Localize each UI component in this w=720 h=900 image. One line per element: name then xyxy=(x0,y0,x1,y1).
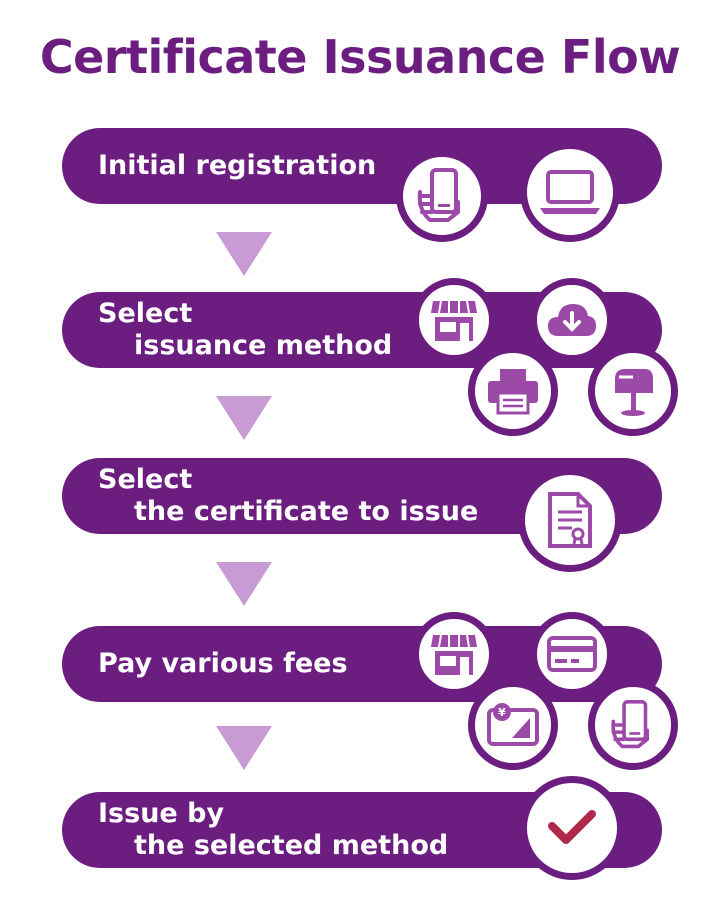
step-label-line2: the certificate to issue xyxy=(134,496,479,527)
cloud-download-icon xyxy=(530,278,614,362)
yen-card-icon: ¥ xyxy=(468,680,558,770)
page-title: Certificate Issuance Flow xyxy=(39,30,681,84)
store-icon xyxy=(412,278,496,362)
credit-card-icon xyxy=(530,612,614,696)
svg-text:¥: ¥ xyxy=(498,706,506,719)
step-label-line1: Issue by xyxy=(98,798,225,829)
smartphone-in-hand-icon xyxy=(396,150,488,242)
step-label: Pay various fees xyxy=(98,648,348,679)
flow-arrow xyxy=(216,396,272,440)
smartphone-in-hand-icon xyxy=(588,680,678,770)
step-label-line2: issuance method xyxy=(134,330,393,361)
checkmark-icon xyxy=(520,776,624,880)
step-label-line1: Select xyxy=(98,464,193,495)
flow-arrow xyxy=(216,562,272,606)
flow-arrow xyxy=(216,232,272,276)
printer-icon xyxy=(468,346,558,436)
step-label: Initial registration xyxy=(98,150,377,181)
mailbox-icon xyxy=(588,346,678,436)
laptop-icon xyxy=(520,142,620,242)
flow-arrow xyxy=(216,726,272,770)
certificate-document-icon xyxy=(518,468,622,572)
step-label-line1: Select xyxy=(98,298,193,329)
store-icon xyxy=(412,612,496,696)
step-label-line2: the selected method xyxy=(134,830,449,861)
